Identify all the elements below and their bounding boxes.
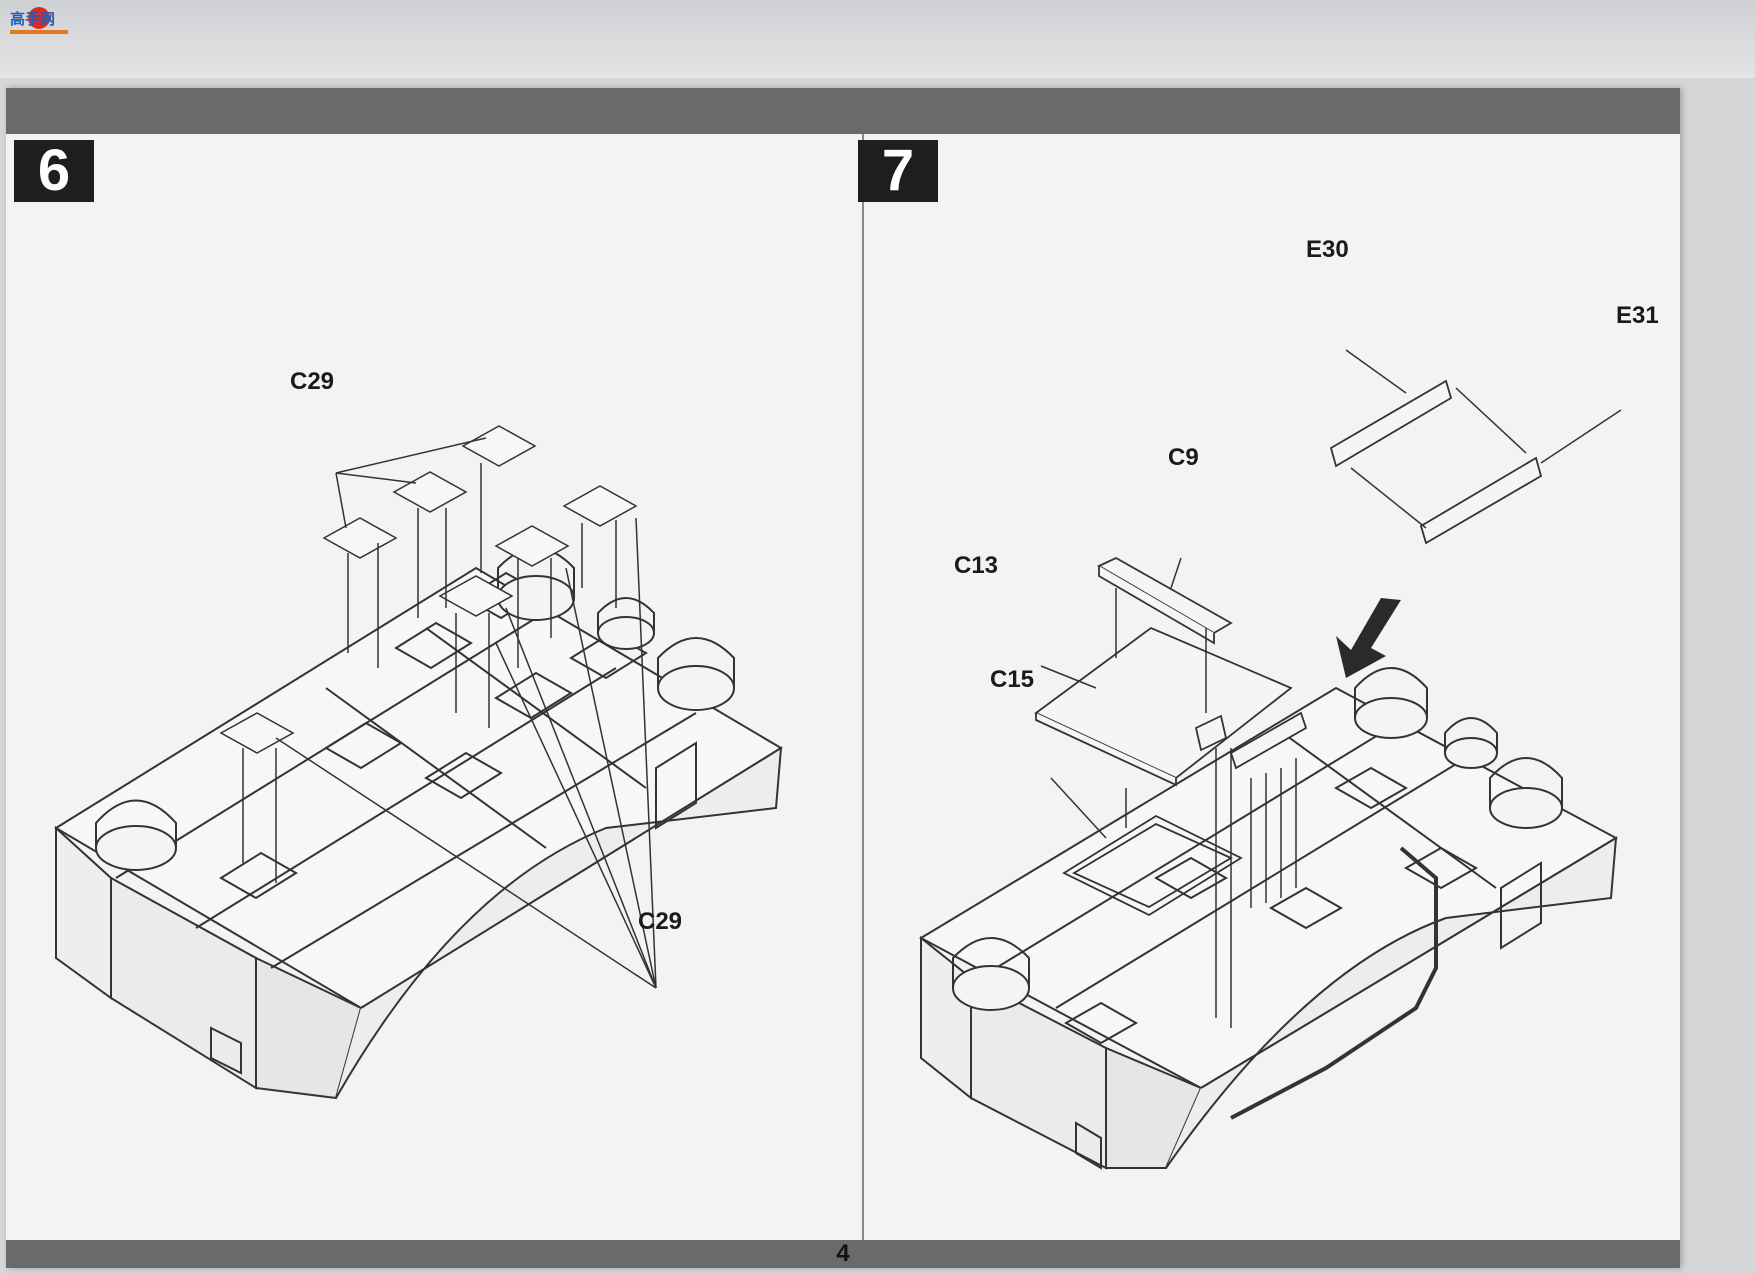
step-6-diagram — [54, 425, 783, 1100]
callout-c29-top: C29 — [290, 368, 335, 395]
instruction-sheet: 6 7 — [6, 88, 1680, 1268]
step-6-number: 6 — [14, 140, 94, 202]
callout-c13: C13 — [954, 552, 999, 579]
callout-c15: C15 — [990, 666, 1035, 693]
callout-e31: E31 — [1616, 302, 1659, 329]
callout-e30: E30 — [1306, 236, 1349, 263]
page-number: 4 — [836, 1240, 850, 1267]
watermark-logo: 高手网 — [4, 4, 74, 40]
panel-divider — [862, 134, 864, 1240]
watermark-text: 高手网 — [10, 10, 55, 28]
scan-top-margin — [0, 0, 1755, 78]
step-7-number: 7 — [858, 140, 938, 202]
callout-c29-bottom: C29 — [638, 908, 683, 935]
direction-arrow-icon — [1336, 598, 1401, 678]
top-bar — [6, 88, 1680, 134]
step-7-diagram — [918, 349, 1622, 1170]
bottom-bar — [6, 1240, 1680, 1268]
callout-c9: C9 — [1168, 444, 1199, 471]
